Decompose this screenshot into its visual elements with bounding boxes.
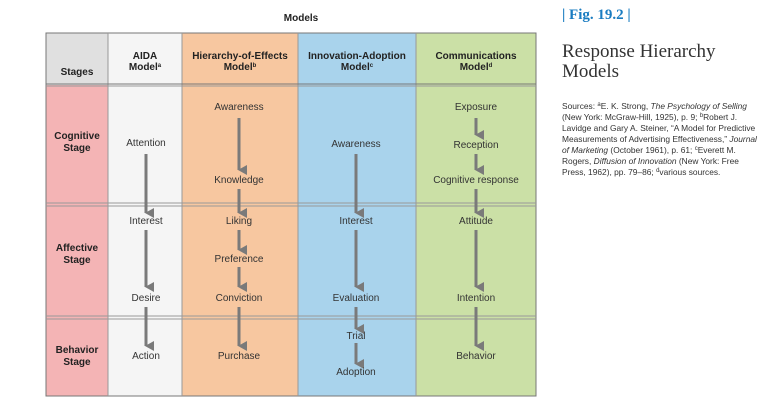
hierarchy-cell: Liking: [225, 216, 253, 227]
stage-label-cognitive: Cognitive Stage: [54, 131, 100, 154]
innovation-cell: Awareness: [331, 139, 381, 150]
hierarchy-cell: Conviction: [215, 293, 263, 304]
communications-cell: Attitude: [459, 216, 493, 227]
stages-header: Stages: [60, 67, 94, 78]
figure-title: Response Hierarchy Models: [562, 41, 716, 82]
innovation-cell: Trial: [346, 331, 366, 342]
aida-cell: Desire: [131, 293, 161, 304]
communications-cell: Behavior: [456, 351, 496, 362]
innovation-cell: Interest: [339, 216, 373, 227]
stage-label-behavior: Behavior Stage: [55, 345, 99, 368]
model-header-aida: AIDA Modela: [128, 51, 162, 73]
model-header-hierarchy: Hierarchy-of-Effects Modelb: [192, 51, 288, 73]
aida-cell: Interest: [129, 216, 163, 227]
model-header-communications: Communications Modeld: [435, 51, 517, 73]
stage-label-affective: Affective Stage: [55, 243, 99, 266]
innovation-cell: Adoption: [336, 367, 376, 378]
diagram-border: [45, 32, 537, 397]
models-title: Models: [283, 13, 319, 24]
innovation-cell: Evaluation: [332, 293, 380, 304]
communications-cell: Reception: [453, 140, 499, 151]
communications-cell: Exposure: [454, 102, 498, 113]
hierarchy-cell: Preference: [214, 254, 264, 265]
aida-cell: Attention: [126, 138, 166, 149]
hierarchy-cell: Purchase: [217, 351, 261, 362]
figure-label: | Fig. 19.2 |: [562, 7, 631, 23]
aida-cell: Action: [132, 351, 160, 362]
sources-note: Sources: aE. K. Strong, The Psychology o…: [562, 101, 757, 177]
communications-cell: Cognitive response: [433, 175, 519, 186]
stage-column-bg: [46, 84, 108, 396]
hierarchy-cell: Knowledge: [214, 175, 264, 186]
communications-cell: Intention: [456, 293, 496, 304]
model-header-innovation: Innovation-Adoption Modelc: [308, 51, 406, 73]
hierarchy-cell: Awareness: [214, 102, 264, 113]
